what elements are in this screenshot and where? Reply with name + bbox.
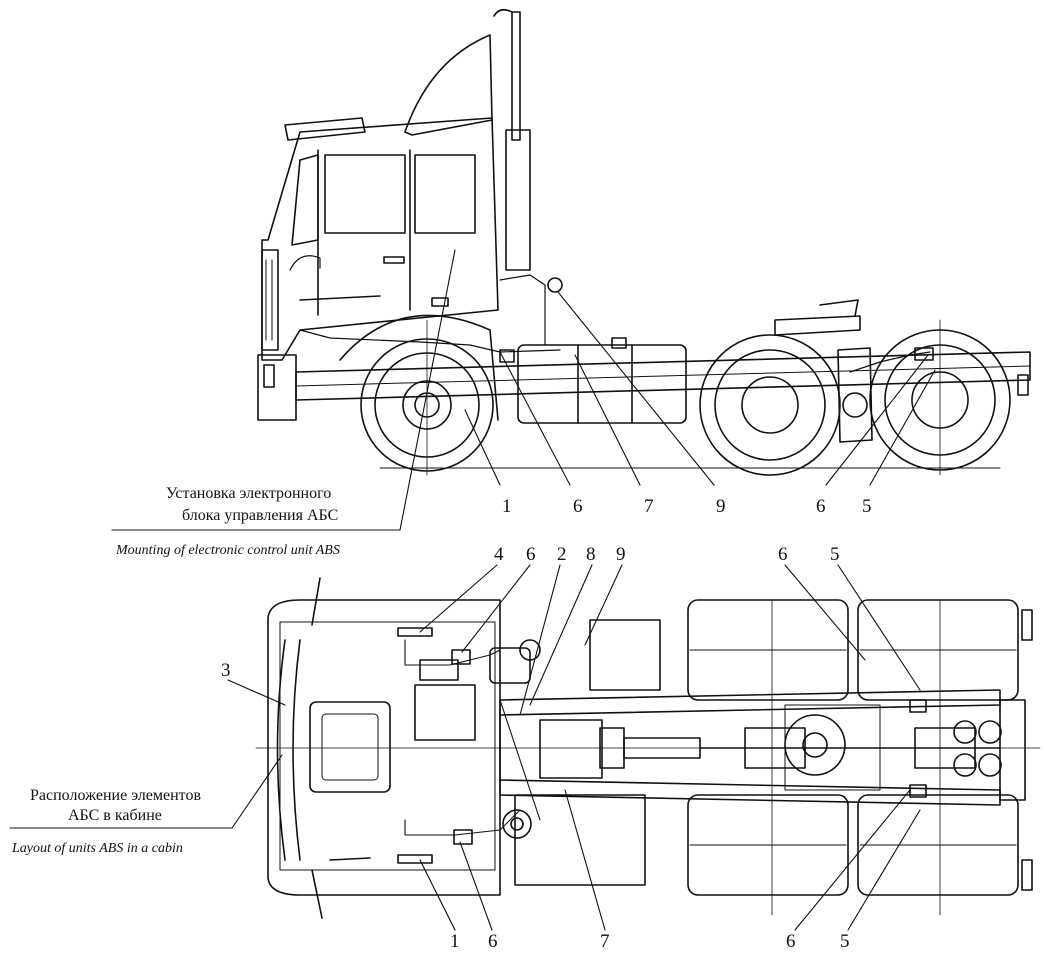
roof-spoiler (404, 34, 493, 136)
side-callout-4: 9 (716, 496, 726, 517)
side-caption-ru-1: Установка электронного (166, 485, 331, 502)
exhaust-stack (511, 11, 521, 141)
top-callout-upper-2: 6 (526, 544, 536, 565)
fuel-tank (517, 344, 687, 424)
top-callout-lower-2: 6 (488, 931, 498, 952)
top-callout-lower-3: 7 (600, 931, 610, 952)
side-callout-2: 6 (573, 496, 583, 517)
side-leaders (111, 249, 936, 531)
side-view-truck (257, 8, 1031, 476)
cab-rear-window (414, 154, 476, 234)
rear-wheel-1 (699, 334, 841, 476)
fuel-tank-top (514, 794, 646, 886)
side-callout-5: 6 (816, 496, 826, 517)
fifth-wheel (774, 315, 861, 336)
side-caption-ru-2: блока управления АБС (182, 507, 338, 524)
front-grille (261, 249, 279, 351)
top-view-truck (255, 577, 1041, 919)
side-caption-en: Mounting of electronic control unit ABS (115, 543, 340, 558)
cab-door-window (324, 154, 406, 234)
top-callout-lower-4: 6 (786, 931, 796, 952)
top-callout-lower-5: 5 (840, 931, 850, 952)
top-callout-upper-6: 6 (778, 544, 788, 565)
top-callout-upper-4: 8 (586, 544, 596, 565)
side-callout-3: 7 (644, 496, 654, 517)
top-leaders (9, 564, 921, 931)
side-callout-6: 5 (862, 496, 872, 517)
cab-top-outline (267, 599, 501, 896)
top-callout-upper-5: 9 (616, 544, 626, 565)
top-caption-ru-1: Расположение элементов (30, 787, 201, 804)
top-caption-en: Layout of units ABS in a cabin (11, 841, 183, 856)
top-callout-lower-1: 1 (450, 931, 460, 952)
cab-interior-panel (309, 701, 391, 793)
top-callout-upper-1: 4 (494, 544, 504, 565)
side-callout-1: 1 (502, 496, 512, 517)
rear-bogie (687, 599, 1019, 916)
chassis-frame (295, 351, 1031, 401)
top-callout-left-1: 3 (221, 660, 231, 681)
top-caption-ru-2: АБС в кабине (68, 807, 162, 824)
fifth-wheel-top (784, 704, 881, 791)
engine-block (539, 719, 603, 779)
top-callout-upper-7: 5 (830, 544, 840, 565)
top-callout-upper-3: 2 (557, 544, 567, 565)
